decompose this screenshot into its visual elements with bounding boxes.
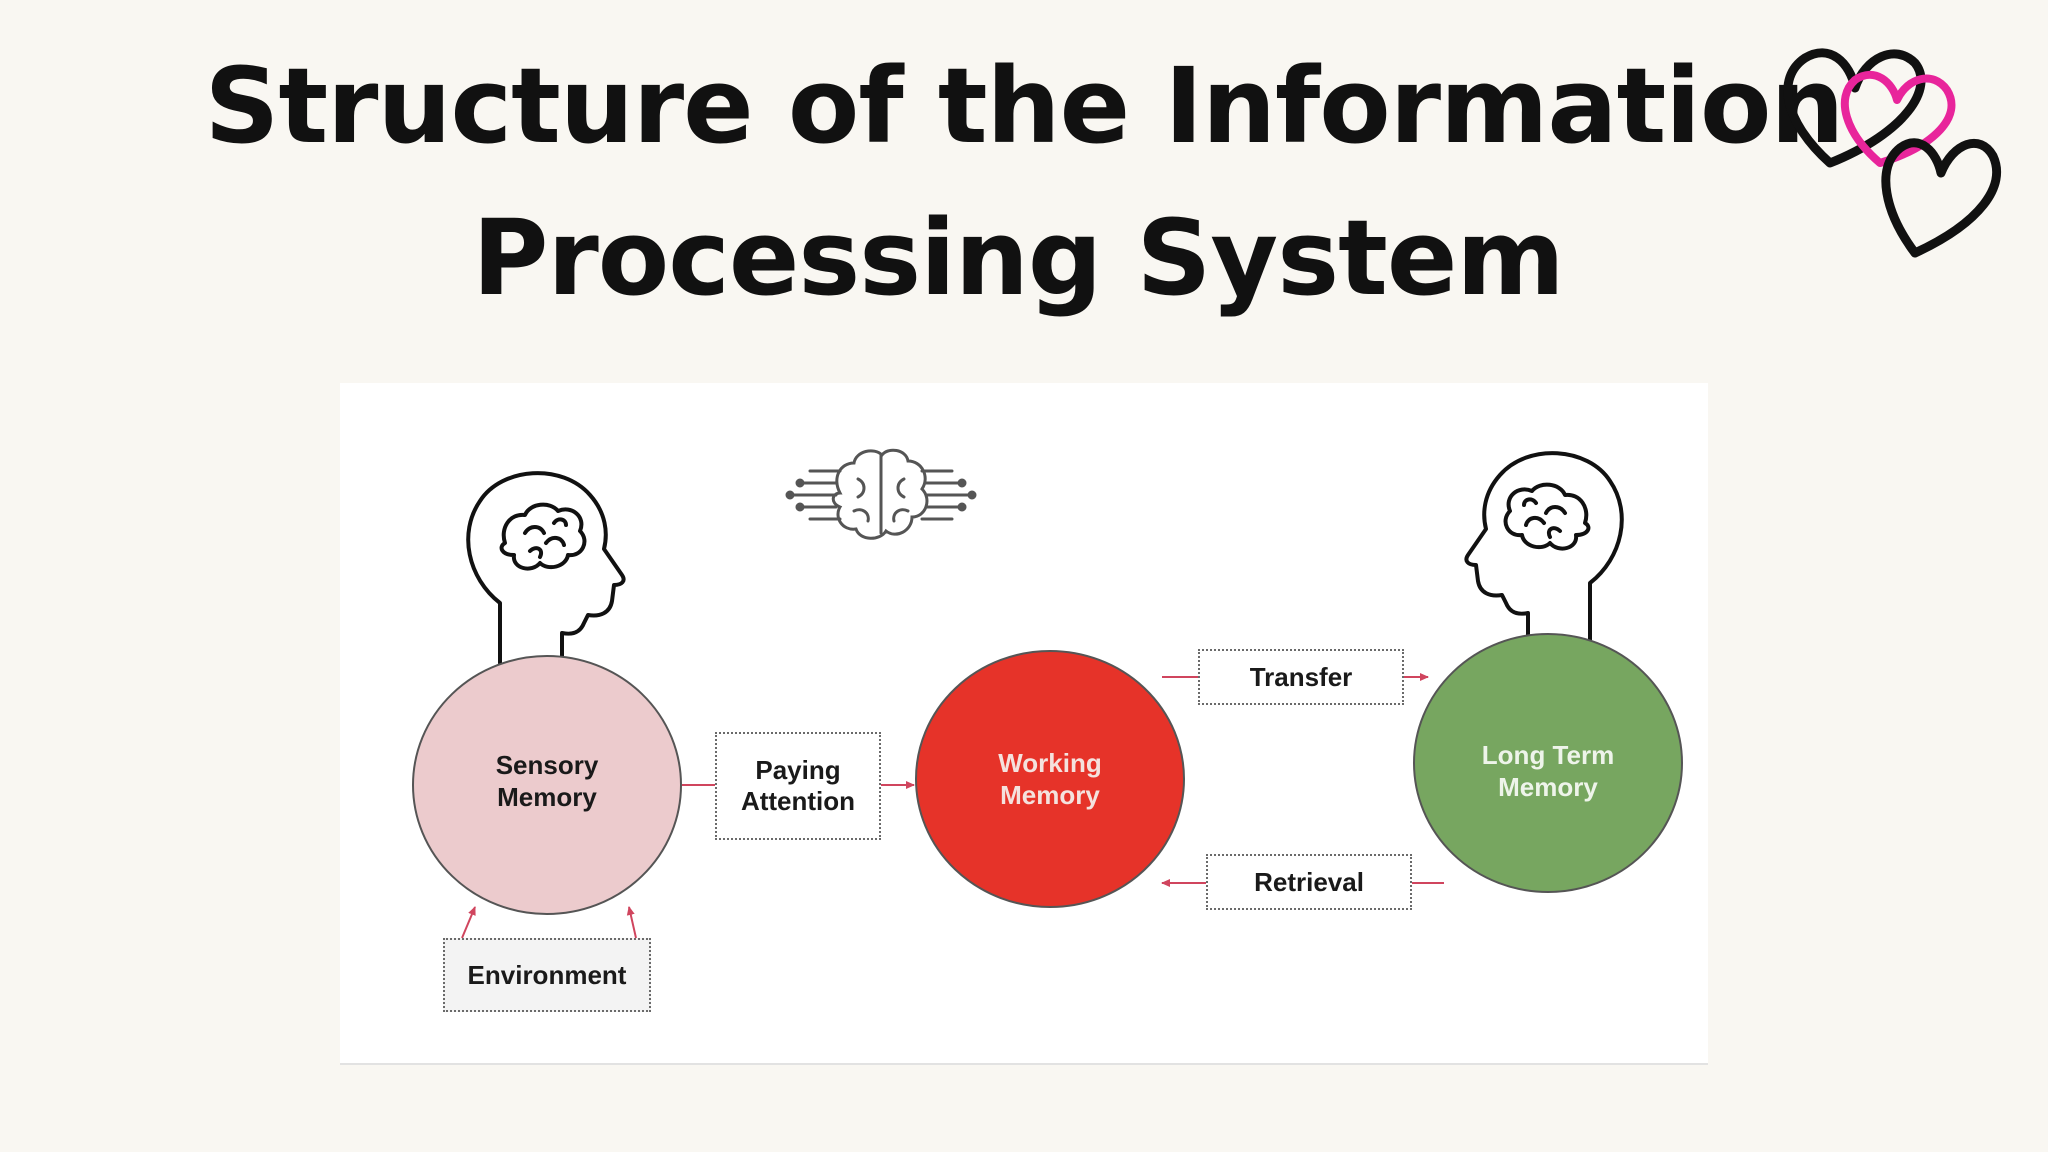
environment-to-sensory-arrow-right: [626, 906, 637, 939]
brain-circuit-icon: [785, 448, 977, 540]
working-memory-label-line1: Working: [998, 748, 1102, 778]
paying-attention-line1: Paying: [755, 755, 841, 785]
transfer-label: Transfer: [1249, 661, 1353, 692]
diagram-panel: Sensory Memory Working Memory Long Term …: [340, 383, 1708, 1065]
sensory-memory-label-line2: Memory: [497, 782, 597, 812]
paying-attention-line2: Attention: [740, 786, 856, 816]
page-title: Structure of the Information Processing …: [0, 30, 2048, 334]
hearts-logo-icon: [1783, 48, 2002, 258]
environment-label: Environment: [467, 959, 627, 990]
long-term-memory-circle: [1413, 633, 1683, 893]
sensory-memory-circle: [412, 655, 682, 915]
sensory-memory-label-line1: Sensory: [495, 750, 599, 780]
sensory-memory-label: Sensory Memory: [496, 749, 599, 813]
diagram-canvas: [412, 448, 1683, 939]
long-term-memory-label-line1: Long Term: [1481, 740, 1615, 770]
title-line-2: Processing System: [472, 197, 1565, 319]
retrieval-label: Retrieval: [1254, 866, 1364, 897]
long-term-memory-label-line2: Memory: [1498, 772, 1598, 802]
working-memory-circle: [915, 650, 1185, 908]
environment-box: Environment: [443, 938, 651, 1012]
head-silhouette-right-icon: [1464, 451, 1624, 645]
long-term-memory-label: Long Term Memory: [1482, 739, 1614, 803]
paying-attention-box: Paying Attention: [715, 732, 881, 840]
head-silhouette-left-icon: [466, 471, 626, 665]
working-memory-label: Working Memory: [998, 747, 1102, 811]
working-memory-label-line2: Memory: [1000, 780, 1100, 810]
transfer-box: Transfer: [1198, 649, 1404, 705]
retrieval-box: Retrieval: [1206, 854, 1412, 910]
title-line-1: Structure of the Information: [204, 45, 1845, 167]
environment-to-sensory-arrow-left: [461, 906, 476, 939]
